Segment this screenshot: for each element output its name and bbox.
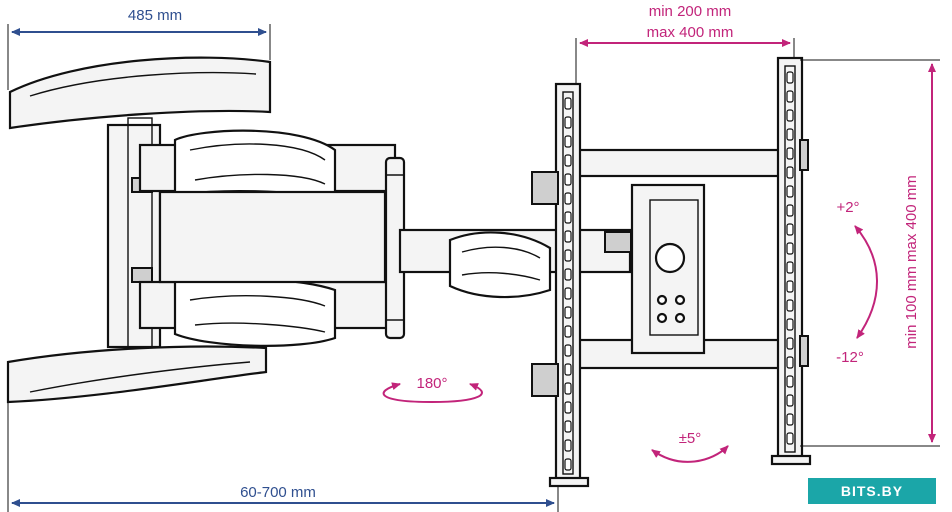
rail-slot xyxy=(564,363,572,376)
rail-slot xyxy=(786,432,794,445)
rail-slot xyxy=(786,413,794,426)
rail-slot xyxy=(786,394,794,407)
rail-slot xyxy=(564,268,572,281)
rail-slot xyxy=(564,306,572,319)
rail-slot xyxy=(786,147,794,160)
rail-slot xyxy=(786,128,794,141)
dimension-horizontal-vesa: min 200 mm max 400 mm xyxy=(575,3,795,84)
first-arm xyxy=(138,129,397,347)
swivel-label: 180° xyxy=(416,375,447,392)
rail-slot xyxy=(564,420,572,433)
rail-slot xyxy=(786,109,794,122)
rail-slot xyxy=(564,211,572,224)
dimension-extension: 60-700 mm xyxy=(7,400,559,512)
rail-slot xyxy=(786,204,794,217)
rail-slot xyxy=(564,192,572,205)
rail-slot xyxy=(786,261,794,274)
arm-width-label: 485 mm xyxy=(128,7,182,24)
level-label: ±5° xyxy=(679,430,702,447)
rail-slot xyxy=(564,458,572,471)
rail-slot xyxy=(564,287,572,300)
rail-slot xyxy=(564,325,572,338)
rail-slot xyxy=(564,401,572,414)
rail-slot xyxy=(786,71,794,84)
rail-slot xyxy=(564,344,572,357)
rail-slot xyxy=(786,185,794,198)
rail-slot xyxy=(564,135,572,148)
rail-slot xyxy=(786,337,794,350)
vesa-vertical-label: min 100 mm max 400 mm xyxy=(903,175,920,348)
rail-slot xyxy=(564,439,572,452)
rail-slot xyxy=(564,249,572,262)
swivel-indicator: 180° xyxy=(382,375,483,404)
rail-slot xyxy=(564,116,572,129)
rail-slot xyxy=(564,97,572,110)
extension-label: 60-700 mm xyxy=(240,484,316,501)
tilt-indicator: +2° -12° xyxy=(836,199,878,366)
rail-slot xyxy=(564,382,572,395)
rail-slot xyxy=(564,154,572,167)
rail-slot xyxy=(786,90,794,103)
dimension-arm-width: 485 mm xyxy=(7,7,271,90)
tilt-up-label: +2° xyxy=(836,199,859,216)
rail-slot xyxy=(564,173,572,186)
rail-slot xyxy=(786,356,794,369)
vesa-min-label: min 200 mm xyxy=(649,3,732,20)
rail-slot xyxy=(786,280,794,293)
level-indicator: ±5° xyxy=(651,430,729,463)
rail-slot xyxy=(786,375,794,388)
second-arm xyxy=(398,228,632,299)
tv-bracket xyxy=(531,56,812,488)
rail-slot xyxy=(786,299,794,312)
rail-slot xyxy=(786,318,794,331)
site-watermark: BITS.BY xyxy=(808,478,936,504)
vesa-max-label: max 400 mm xyxy=(647,24,734,41)
rail-slot xyxy=(564,230,572,243)
tilt-down-label: -12° xyxy=(836,349,864,366)
dimension-vertical-vesa: min 100 mm max 400 mm xyxy=(800,59,940,447)
rail-slot xyxy=(786,166,794,179)
rail-slot xyxy=(786,242,794,255)
rail-slot xyxy=(786,223,794,236)
